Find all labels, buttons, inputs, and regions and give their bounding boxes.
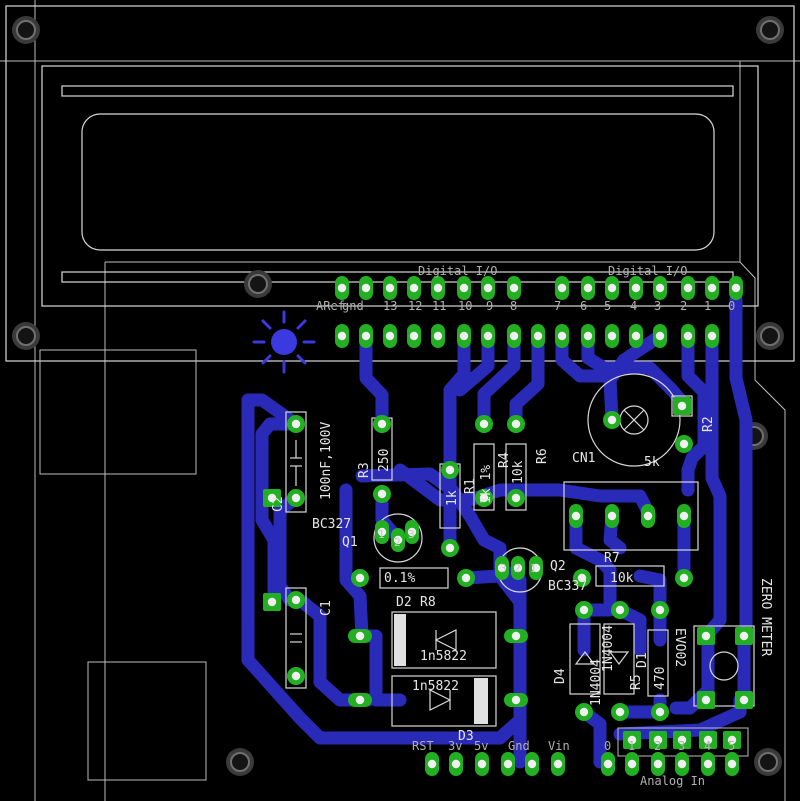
label-q2-part: BC337 (548, 579, 587, 594)
led-sun-icon (252, 310, 316, 374)
label-rst: RST (412, 739, 434, 753)
label-r3-name: R3 (357, 462, 372, 478)
label-pin9: 9 (486, 299, 493, 313)
label-r1-name: R1 (463, 478, 478, 494)
label-c2-name: C2 (271, 496, 286, 512)
label-q2-pin1: 1 (530, 562, 537, 575)
silkscreen-labels: Digital I/O Digital I/O ARef gnd 13 12 1… (271, 264, 773, 788)
power-jack-outline (87, 661, 207, 781)
label-q1-pin2: 2 (394, 536, 401, 549)
label-pin1: 1 (704, 299, 711, 313)
label-r4-value: 1k 1% (479, 465, 494, 504)
label-d4-name: D4 (553, 668, 568, 684)
label-gnd: gnd (342, 299, 364, 313)
label-a4: 4 (704, 739, 711, 753)
label-pin6: 6 (580, 299, 587, 313)
label-d2-name: D2 (396, 595, 412, 610)
silkscreen-outlines (285, 373, 755, 757)
label-r3-value: 250 (377, 449, 392, 472)
label-a0: 0 (604, 739, 611, 753)
label-pin2: 2 (680, 299, 687, 313)
label-d2-part: 1n5822 (420, 649, 467, 664)
label-pin11: 11 (432, 299, 446, 313)
label-pin8: 8 (510, 299, 517, 313)
label-a2: 2 (654, 739, 661, 753)
label-analog-in: Analog In (640, 774, 705, 788)
label-a3: 3 (678, 739, 685, 753)
label-cn1-name: CN1 (572, 451, 595, 466)
label-r4-name: R4 (497, 452, 512, 468)
label-pin0: 0 (728, 299, 735, 313)
label-q2-pin3: 3 (500, 562, 507, 575)
label-r7-value: 10k (610, 571, 634, 586)
label-d3-part: 1n5822 (412, 679, 459, 694)
label-pin5: 5 (604, 299, 611, 313)
label-title-meter: ZERO METER (758, 578, 773, 656)
label-q1-name: Q1 (342, 535, 358, 550)
label-3v: 3v (448, 739, 462, 753)
label-q1-pin3: 3 (408, 528, 415, 541)
label-r6-value: 10k (511, 460, 526, 484)
label-cn1-value: 5k (644, 455, 660, 470)
label-pin10: 10 (458, 299, 472, 313)
label-q2-name: Q2 (550, 559, 566, 574)
label-q1-pin1: 1 (378, 528, 385, 541)
label-pin13: 13 (383, 299, 397, 313)
label-r8-value: 0.1% (384, 571, 415, 586)
label-r5-value: 470 (653, 667, 668, 690)
label-q1-part: BC327 (312, 517, 351, 532)
label-aref: ARef (316, 299, 345, 313)
label-q2-pin2: 2 (514, 562, 521, 575)
label-digital-io-right: Digital I/O (608, 264, 687, 278)
label-r8-name: R8 (420, 595, 436, 610)
label-pin7: 7 (554, 299, 561, 313)
label-r2-name: R2 (701, 416, 716, 432)
label-gnd2: Gnd (508, 739, 530, 753)
label-pin12: 12 (408, 299, 422, 313)
label-pin4: 4 (630, 299, 637, 313)
usb-connector-outline (39, 349, 197, 475)
label-c2-value: 100nF,100V (319, 422, 334, 500)
label-r6-name: R6 (535, 448, 550, 464)
label-d3-name: D3 (458, 729, 474, 744)
label-d1-name: D1 (635, 652, 650, 668)
label-c1-name: C1 (319, 600, 334, 616)
label-r5-name: R5 (629, 674, 644, 690)
label-a5: 5 (728, 739, 735, 753)
label-vin: Vin (548, 739, 570, 753)
label-a1: 1 (628, 739, 635, 753)
label-digital-io-left: Digital I/O (418, 264, 497, 278)
label-title-evo: EVO02 (672, 628, 687, 667)
label-d4-part: 1N4004 (589, 659, 604, 706)
label-d1-part: 1N4004 (601, 625, 616, 672)
lcd-display-outline (5, 5, 795, 362)
label-5v: 5v (474, 739, 488, 753)
label-r7-name: R7 (604, 551, 620, 566)
label-r1-value: 1k (445, 490, 460, 506)
label-pin3: 3 (654, 299, 661, 313)
